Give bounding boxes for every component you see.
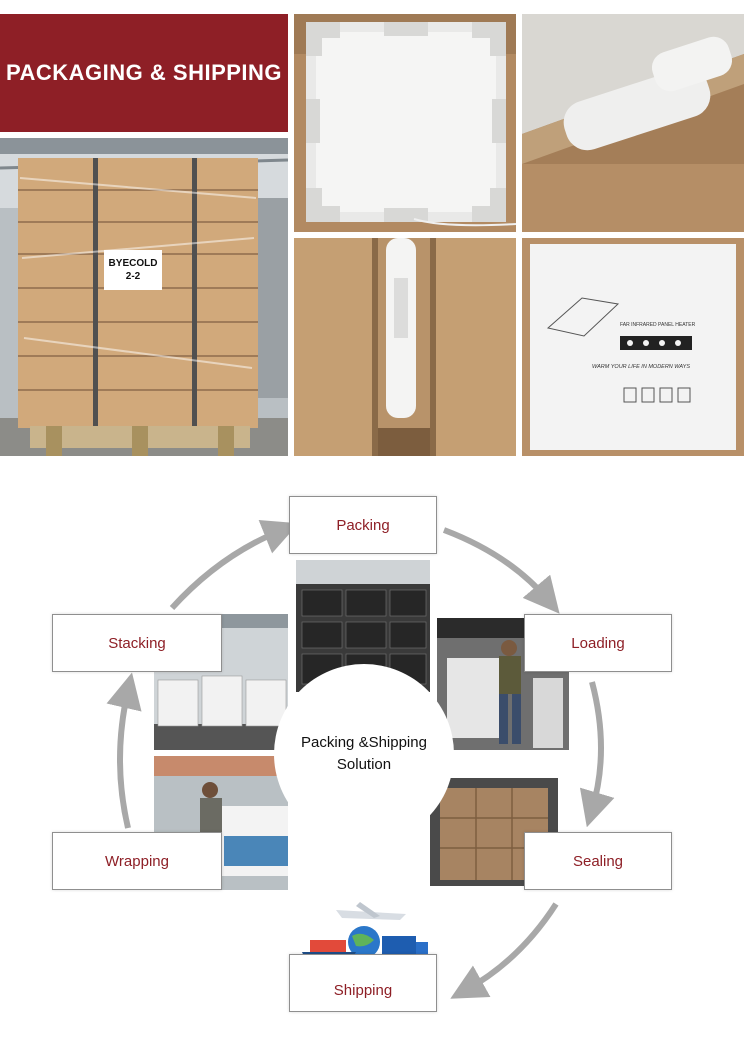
- arrow-sealing-to-shipping: [450, 902, 559, 999]
- section-banner: PACKAGING & SHIPPING: [0, 14, 288, 132]
- photo-foam-edge: [522, 14, 744, 232]
- step-packing-label: Packing: [336, 516, 390, 534]
- arrow-loading-to-sealing: [579, 681, 615, 828]
- box-label-line2: 2-2: [125, 271, 141, 282]
- flow-center-line2: Solution: [336, 756, 392, 773]
- step-stacking-label: Stacking: [108, 634, 166, 652]
- step-wrapping: Wrapping: [52, 832, 222, 890]
- photo-wrapping-step: [154, 756, 288, 890]
- flow-arrows: [106, 520, 615, 999]
- arrow-wrapping-to-stacking: [106, 672, 142, 829]
- step-loading-label: Loading: [571, 634, 625, 652]
- arrow-packing-to-loading: [442, 527, 560, 614]
- step-shipping-label: Shipping: [333, 982, 393, 999]
- step-wrapping-label: Wrapping: [105, 852, 169, 870]
- box-label-sticker: BYECOLD 2-2: [104, 250, 162, 290]
- photo-carton-side: [294, 238, 516, 456]
- photo-foam-corners: [294, 14, 516, 232]
- box-label-line1: BYECOLD: [108, 258, 158, 269]
- step-stacking: Stacking: [52, 614, 222, 672]
- flow-center-line1: Packing &Shipping: [301, 734, 427, 751]
- arrow-stacking-to-packing: [169, 520, 299, 611]
- photo-wrapped-pallet: BYECOLD 2-2: [0, 138, 288, 456]
- carton-slogan-text: WARM YOUR LIFE IN MODERN WAYS: [592, 364, 690, 370]
- step-sealing: Sealing: [524, 832, 672, 890]
- step-sealing-label: Sealing: [572, 852, 624, 870]
- banner-title: PACKAGING & SHIPPING: [5, 60, 283, 85]
- flow-center-title: Packing &Shipping Solution: [274, 664, 454, 844]
- carton-product-text: FAR INFRARED PANEL HEATER: [620, 322, 696, 328]
- step-shipping: Shipping: [289, 954, 437, 1012]
- photo-printed-carton: FAR INFRARED PANEL HEATER WARM YOUR LIFE…: [522, 238, 744, 456]
- step-packing: Packing: [289, 496, 437, 554]
- step-loading: Loading: [524, 614, 672, 672]
